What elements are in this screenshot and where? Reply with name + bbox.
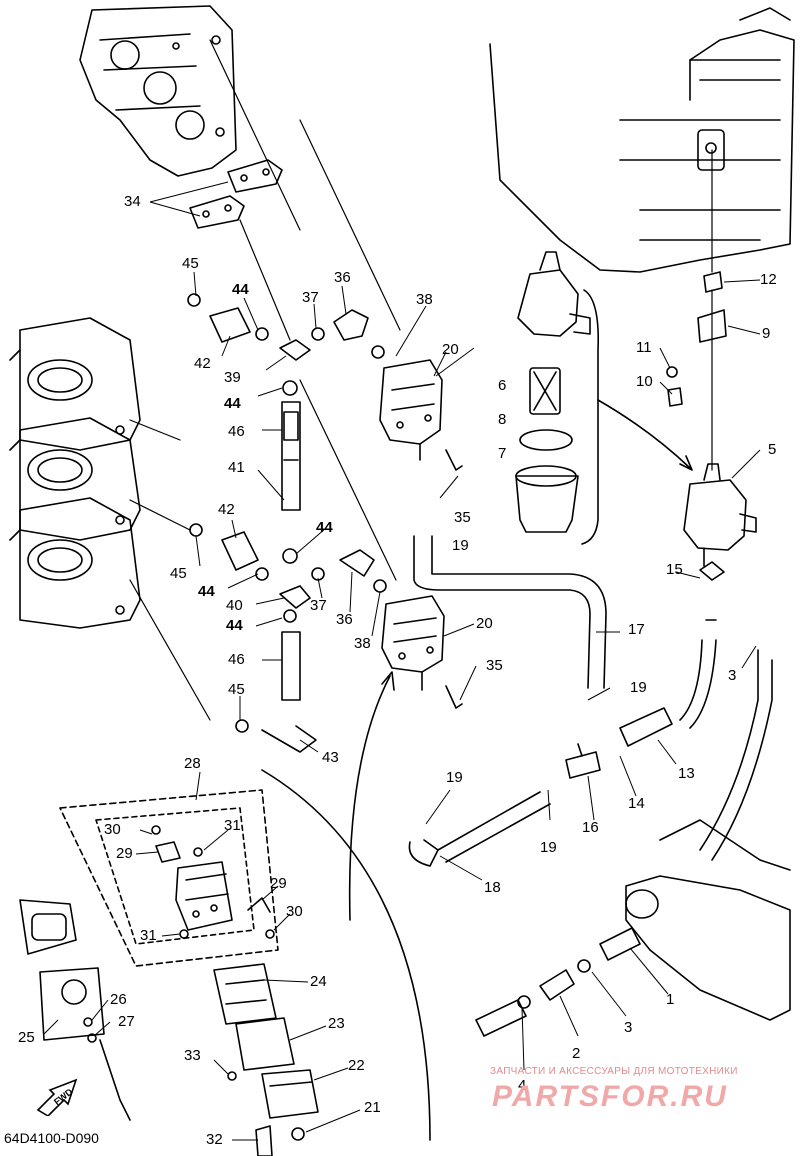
gasket-34 [189,159,283,229]
callout-35: 35 [486,657,503,674]
callout-40: 40 [226,597,243,614]
callout-44: 44 [226,617,243,634]
callout-19: 19 [446,769,463,786]
callout-14: 14 [628,795,645,812]
callout-2: 2 [572,1045,581,1062]
callout-44: 44 [224,395,241,412]
callout-17: 17 [628,621,645,638]
callout-37: 37 [310,597,327,614]
callout-23: 23 [328,1015,345,1032]
callout-38: 38 [354,635,371,652]
callout-28: 28 [184,755,201,772]
callout-1: 1 [666,991,675,1008]
fuel-filter-assembled [683,463,757,621]
callout-19: 19 [540,839,557,856]
bracket-9 [666,271,727,407]
callout-29: 29 [116,845,133,862]
callout-39: 39 [224,369,241,386]
callout-42: 42 [194,355,211,372]
lower-bracket [625,819,791,1021]
fuel-filter-exploded [515,251,600,545]
callout-25: 25 [18,1029,35,1046]
callout-6: 6 [498,377,507,394]
pump-gaskets [19,899,319,1156]
callout-12: 12 [760,271,777,288]
callout-4: 4 [518,1077,527,1094]
callout-3: 3 [728,667,737,684]
hose-set-upper [187,293,369,511]
callout-45: 45 [228,681,245,698]
callout-20: 20 [476,615,493,632]
callout-10: 10 [636,373,653,390]
callout-33: 33 [184,1047,201,1064]
watermark-logo: PARTSFOR.RU [492,1080,728,1113]
carb-repair-kit [59,789,279,967]
callout-45: 45 [170,565,187,582]
watermark-tagline: ЗАПЧАСТИ И АКСЕССУАРЫ ДЛЯ МОТОТЕХНИКИ [490,1066,738,1077]
assembly-lines [129,39,713,721]
callout-34: 34 [124,193,141,210]
callout-27: 27 [118,1013,135,1030]
callout-36: 36 [336,611,353,628]
callout-22: 22 [348,1057,365,1074]
diagram-code: 64D4100-D090 [4,1130,99,1146]
callout-45: 45 [182,255,199,272]
callout-9: 9 [762,325,771,342]
callout-30: 30 [104,821,121,838]
callout-46: 46 [228,423,245,440]
callout-18: 18 [484,879,501,896]
callout-20: 20 [442,341,459,358]
carburetor-stack [9,317,141,629]
callout-35: 35 [454,509,471,526]
callout-13: 13 [678,765,695,782]
callout-44: 44 [198,583,215,600]
callout-19: 19 [452,537,469,554]
callout-5: 5 [768,441,777,458]
crankcase-right [489,7,795,273]
callout-29: 29 [270,875,287,892]
fuel-hose-17 [413,535,607,689]
fuel-joint-parts [475,927,641,1037]
fuel-pump-upper [371,345,463,471]
callout-38: 38 [416,291,433,308]
callout-11: 11 [636,339,652,356]
callout-30: 30 [286,903,303,920]
callout-16: 16 [582,819,599,836]
callout-19: 19 [630,679,647,696]
fuel-pump-lower [373,579,463,709]
callout-42: 42 [218,501,235,518]
callout-arrows [261,399,693,1141]
callout-36: 36 [334,269,351,286]
callout-21: 21 [364,1099,381,1116]
callout-26: 26 [110,991,127,1008]
callout-44: 44 [232,281,249,298]
callout-46: 46 [228,651,245,668]
intake-manifold-top [79,5,237,177]
hose-set-lower [189,523,375,753]
fwd-arrow-icon: FWD [36,1078,78,1116]
callout-15: 15 [666,561,683,578]
lower-hoses [408,639,773,867]
callout-31: 31 [140,927,157,944]
callout-41: 41 [228,459,245,476]
callout-7: 7 [498,445,507,462]
callout-44: 44 [316,519,333,536]
callout-32: 32 [206,1131,223,1148]
callout-24: 24 [310,973,327,990]
callout-37: 37 [302,289,319,306]
callout-43: 43 [322,749,339,766]
callout-31: 31 [224,817,241,834]
callout-8: 8 [498,411,507,428]
callout-3: 3 [624,1019,633,1036]
